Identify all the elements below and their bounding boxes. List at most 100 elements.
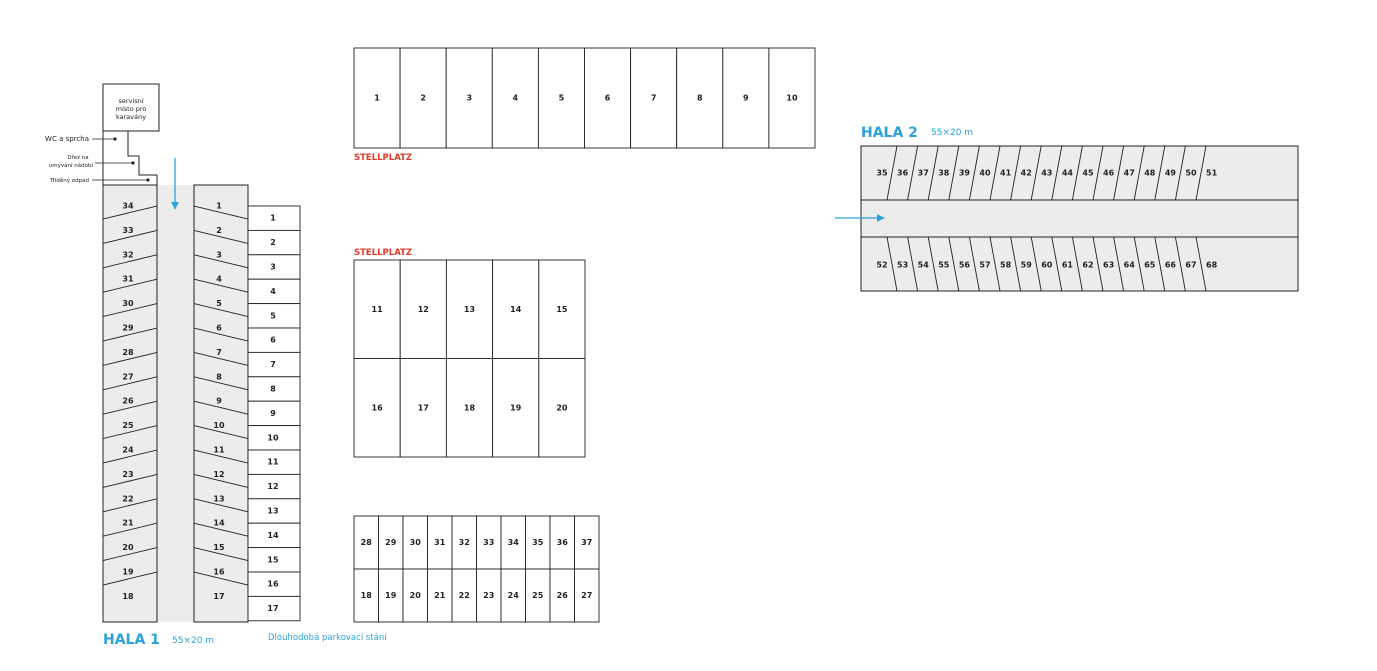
hala2-space-divider (1030, 145, 1042, 201)
stellplatz-top-space: 9 (743, 94, 749, 103)
hala1-space-divider (193, 473, 249, 488)
stellplatz-top-cell (445, 47, 493, 149)
bottom-block-space: 31 (434, 538, 446, 547)
hala2-space: 66 (1165, 261, 1177, 270)
hala2-space: 38 (938, 169, 950, 178)
hala1-space-divider (102, 473, 158, 488)
hala1-space: 34 (122, 202, 134, 211)
hala1-space-divider (193, 425, 249, 440)
hala2-space-divider (968, 236, 980, 292)
hala2-space-divider (1051, 145, 1063, 201)
long-term-space-cell (247, 595, 301, 622)
hala1-space: 27 (122, 372, 133, 381)
stellplatz-middle-space: 20 (556, 403, 568, 412)
hala2-space-divider (989, 145, 1001, 201)
hala1-space: 15 (213, 543, 225, 552)
stellplatz-middle-space: 18 (464, 403, 476, 412)
bottom-block-space: 25 (532, 591, 544, 600)
hala1-space: 19 (122, 568, 134, 577)
hala2-space: 35 (876, 169, 888, 178)
hala2-space-divider (948, 145, 960, 201)
hala1-space-divider (102, 449, 158, 464)
hala2-space-divider (886, 145, 898, 201)
hala1-space: 2 (216, 226, 222, 235)
hala2-space-divider (1174, 145, 1186, 201)
long-term-space-cell (247, 303, 301, 329)
hala1-space: 4 (216, 275, 222, 284)
hala2-space-divider (1154, 236, 1166, 292)
hala2-space: 59 (1021, 261, 1033, 270)
stellplatz-middle-cell (538, 259, 586, 359)
hala2-space: 47 (1124, 169, 1135, 178)
sink-label-line-2: umývání nádobí (49, 162, 94, 169)
hala2-space: 57 (979, 261, 990, 270)
hala1-space-divider (102, 400, 158, 415)
stellplatz-top-cell (768, 47, 816, 149)
long-term-space: 13 (267, 507, 278, 516)
hala2-space: 58 (1000, 261, 1012, 270)
hala2-space: 51 (1206, 169, 1218, 178)
hala1-space: 24 (122, 446, 134, 455)
hala1-space-divider (102, 229, 158, 244)
hala1-space: 20 (122, 543, 134, 552)
bottom-block-space: 22 (459, 591, 470, 600)
bottom-block-space: 36 (557, 538, 569, 547)
stellplatz-middle-cell (538, 358, 586, 458)
hala2-space: 62 (1082, 261, 1093, 270)
hala1-space: 32 (122, 250, 133, 259)
bottom-block-space: 35 (532, 538, 544, 547)
bottom-block-space: 32 (459, 538, 470, 547)
stellplatz-middle-space: 16 (372, 403, 384, 412)
stellplatz-middle-cell (399, 358, 447, 458)
stellplatz-top-cell (584, 47, 632, 149)
long-term-space-cell (247, 205, 301, 231)
hala1-space: 31 (122, 275, 134, 284)
hala2-space: 68 (1206, 261, 1218, 270)
hala2-space-divider (907, 145, 919, 201)
hala1-space: 6 (216, 324, 222, 333)
hala1-space-divider (193, 254, 249, 269)
bottom-block-space: 34 (508, 538, 520, 547)
hala1-space: 3 (216, 250, 222, 259)
hala2-space-divider (1071, 236, 1083, 292)
hala2-space: 65 (1144, 261, 1156, 270)
hala2-space: 44 (1062, 169, 1074, 178)
stellplatz-middle-cell (445, 358, 494, 458)
hala2-space-divider (948, 236, 960, 292)
hala2-space: 45 (1082, 169, 1094, 178)
hala2-space: 36 (897, 169, 909, 178)
bottom-block-space: 18 (361, 591, 373, 600)
hala2-space: 39 (959, 169, 971, 178)
hala1-space-divider (193, 547, 249, 562)
bottom-block-cell (378, 515, 404, 570)
service-building-outline (102, 83, 160, 186)
bottom-block-space: 28 (361, 538, 373, 547)
hala1-space-divider (102, 327, 158, 342)
long-term-space-cell (247, 522, 301, 549)
waste-dot (146, 178, 150, 182)
long-term-space: 6 (270, 336, 276, 345)
stellplatz-middle-space: 12 (418, 305, 429, 314)
hala2-space: 41 (1000, 169, 1012, 178)
hala2-space-divider (1195, 236, 1207, 292)
hala2-space: 48 (1144, 169, 1156, 178)
hala1-space-divider (102, 522, 158, 537)
hala1-space: 12 (213, 470, 224, 479)
long-term-space: 9 (270, 409, 276, 418)
long-term-space: 17 (267, 604, 278, 613)
hala1-space-divider (102, 303, 158, 318)
hala1-space: 29 (122, 324, 134, 333)
hala2-space: 53 (897, 261, 908, 270)
long-term-space: 11 (267, 458, 279, 467)
sink-dot (131, 161, 135, 165)
service-box-line-1: servisní (118, 97, 143, 105)
hala1-space-divider (193, 327, 249, 342)
stellplatz-middle-cell (353, 358, 401, 458)
